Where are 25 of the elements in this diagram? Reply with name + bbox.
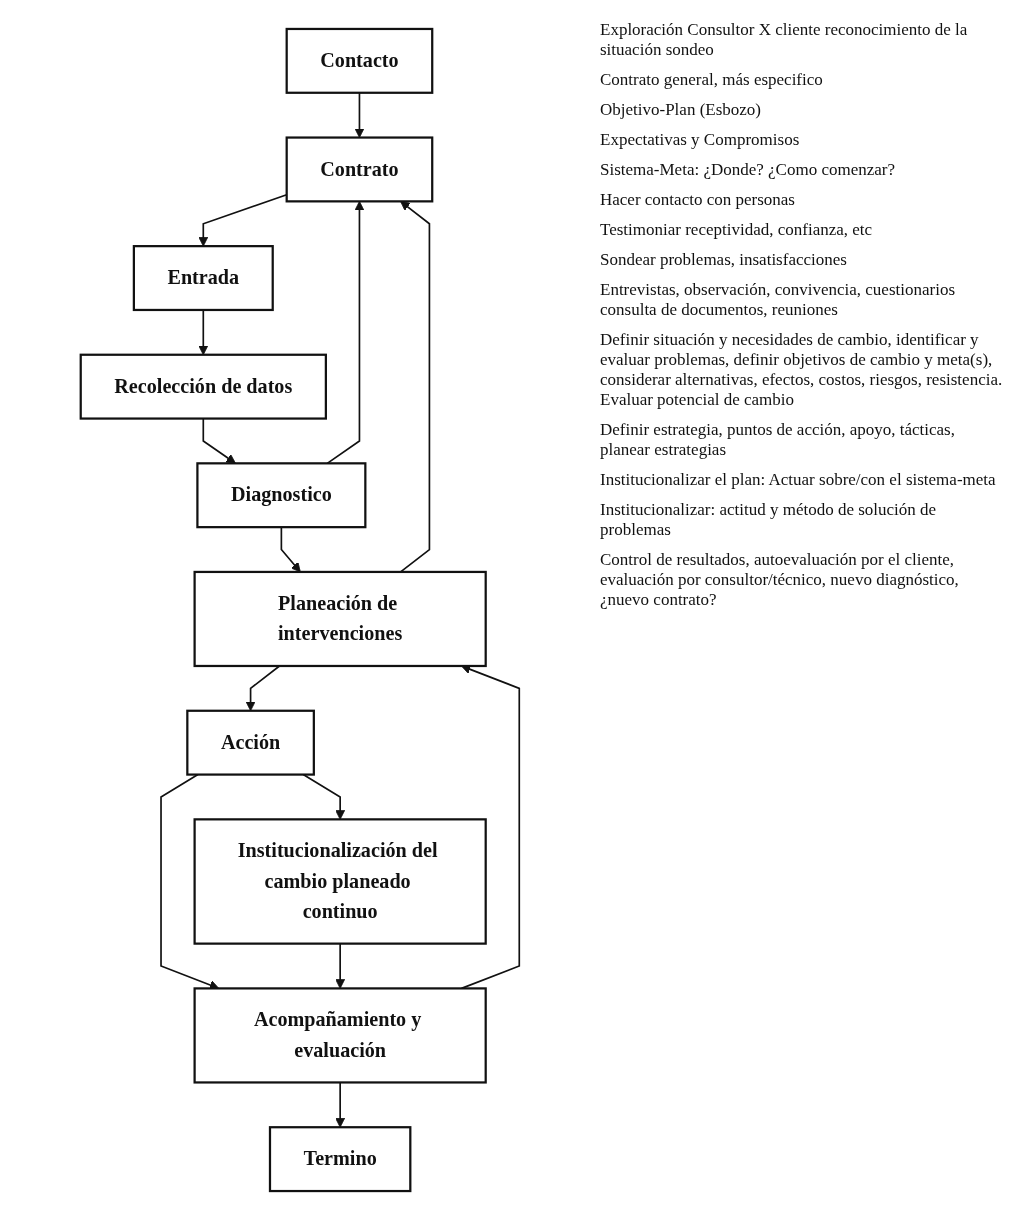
node-box	[285, 27, 434, 94]
node-box	[193, 987, 487, 1084]
node-box	[285, 136, 434, 203]
note-text: Institucionalizar: actitud y método de solución de problemas	[600, 500, 938, 540]
note-text: Objetivo-Plan (Esbozo)	[600, 100, 762, 120]
note-text: Control de resultados, autoevaluación por el cliente, evaluación por consultor/técnico, nuevo diagnóstico, ¿nuevo contrato?	[600, 550, 960, 610]
note-text: Contrato general, más especifico	[600, 70, 824, 90]
node-box	[268, 1126, 412, 1193]
note-text: Institucionalizar el plan: Actuar sobre/con el sistema-meta	[600, 470, 997, 490]
note-text: Sondear problemas, insatisfacciones	[600, 250, 848, 270]
note-text: Definir situación y necesidades de cambio, identificar y evaluar problemas, definir objetivos de cambio y meta(s), considerar alternativas, efectos, costos, riesgos, resistencia. Evaluar potencial de cambio	[600, 330, 1004, 410]
node-box	[193, 818, 487, 945]
node-box	[196, 462, 367, 529]
note-text: Expectativas y Compromisos	[600, 130, 801, 150]
note-text: Sistema-Meta: ¿Donde? ¿Como comenzar?	[600, 160, 897, 180]
note-text: Hacer contacto con personas	[600, 190, 796, 210]
node-box	[186, 709, 315, 776]
note-text: Testimoniar receptividad, confianza, etc	[600, 220, 874, 240]
flowchart: Contacto Contrato Entrada Recolección de datos Diagnostico Planeación de intervenciones Acción Institucionalización del cambio planeado continuo Acompañamiento y evaluación Termino	[20, 20, 580, 1200]
note-text: Entrevistas, observación, convivencia, cuestionarios consulta de documentos, reuniones	[600, 280, 956, 320]
node-box	[79, 353, 327, 420]
node-box	[193, 570, 487, 668]
note-text: Definir estrategia, puntos de acción, apoyo, tácticas, planear estrategias	[600, 420, 956, 460]
node-box	[132, 245, 274, 312]
note-text: Exploración Consultor X cliente reconocimiento de la situación sondeo	[600, 20, 969, 60]
